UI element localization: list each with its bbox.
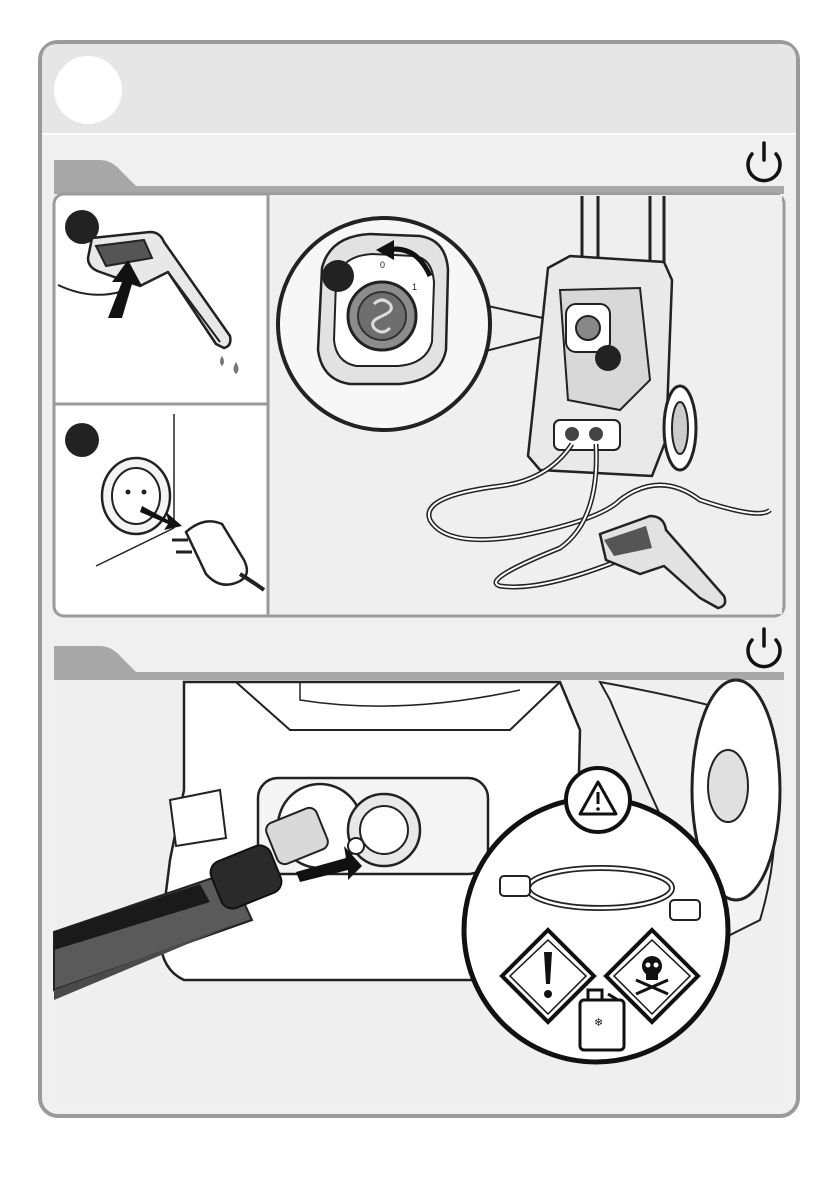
section-top: 0 1 xyxy=(54,143,784,616)
step-marker xyxy=(65,423,99,457)
section-bottom: ❄ xyxy=(54,629,784,1102)
step-marker xyxy=(595,345,621,371)
antifreeze-canister-icon: ❄ xyxy=(580,990,624,1050)
svg-text:❄: ❄ xyxy=(594,1017,603,1029)
dial-label-1: 1 xyxy=(412,282,417,292)
step-number-circle xyxy=(54,56,122,124)
dial-label-0: 0 xyxy=(380,260,385,270)
step-marker xyxy=(322,260,354,292)
